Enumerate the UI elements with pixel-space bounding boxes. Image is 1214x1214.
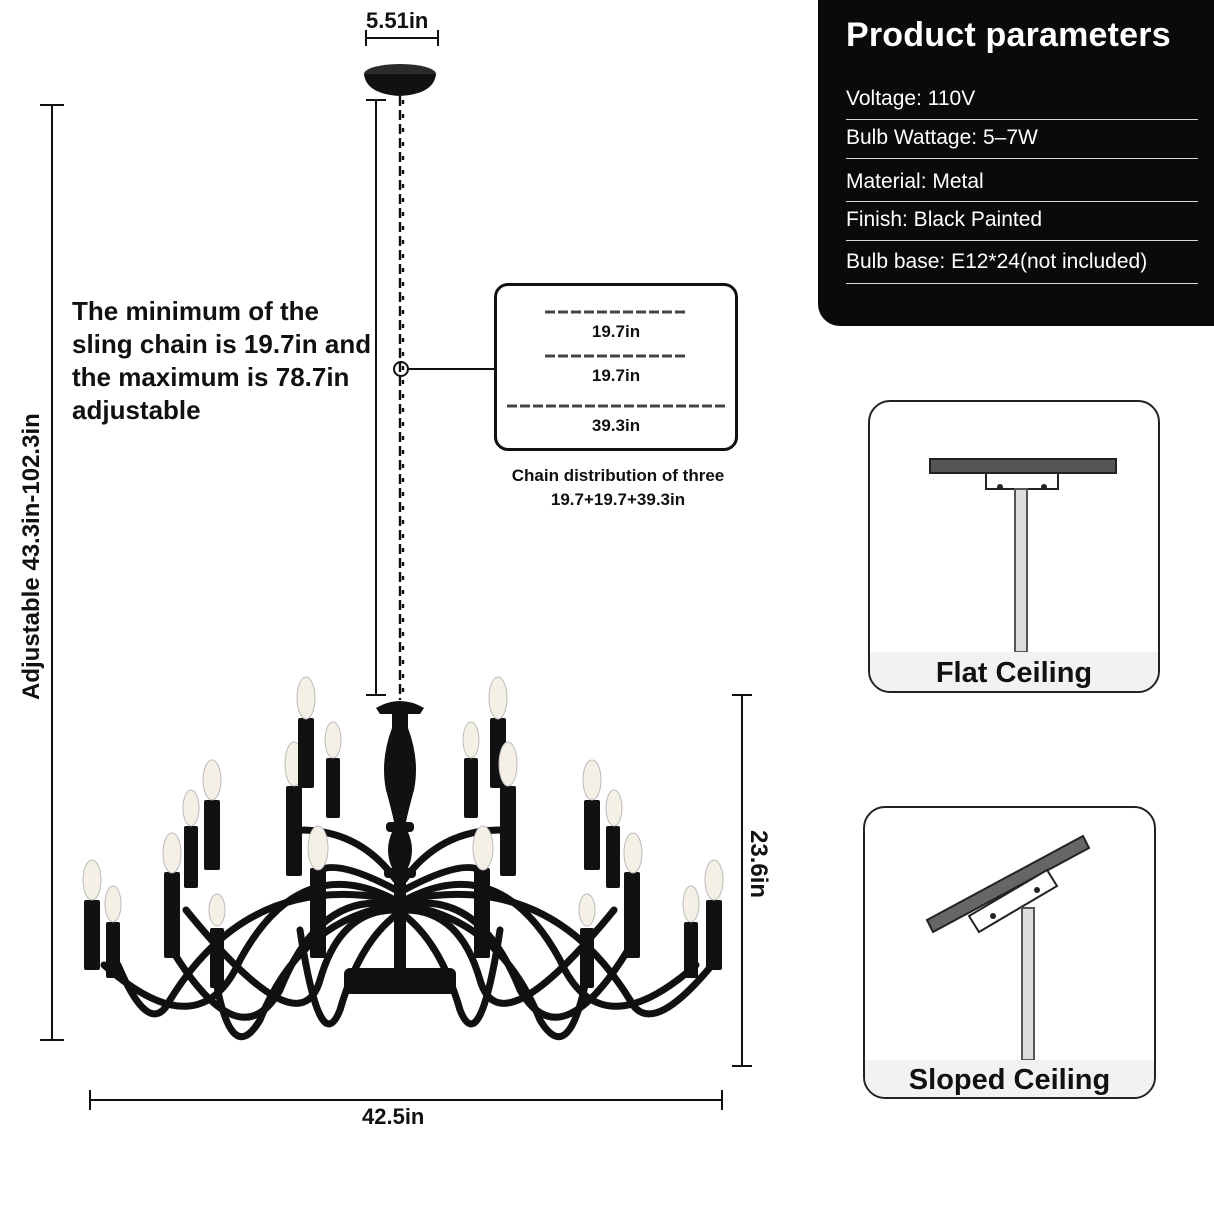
divider <box>846 119 1198 120</box>
chain-distribution-box: 19.7in 19.7in 39.3in <box>494 283 738 451</box>
chain-callout <box>393 361 494 377</box>
chain-segment-3 <box>507 404 727 408</box>
chain-caption-line2: 19.7+19.7+39.3in <box>550 490 686 509</box>
candle-light <box>704 859 724 970</box>
sloped-ceiling-icon <box>925 834 1091 1060</box>
chain-segment-3-label: 39.3in <box>591 416 641 435</box>
param-material: Material: Metal <box>846 170 984 193</box>
product-parameters-panel: Product parameters Voltage: 110V Bulb Wa… <box>818 0 1214 326</box>
product-parameters-title: Product parameters <box>846 16 1171 54</box>
canopy-width-dimension <box>365 30 439 46</box>
param-bulb-wattage: Bulb Wattage: 5–7W <box>846 126 1038 149</box>
candle-light <box>498 741 518 876</box>
param-bulb-base: Bulb base: E12*24(not included) <box>846 250 1148 273</box>
candle-light <box>208 893 226 988</box>
candle-light <box>605 789 623 888</box>
candle-light <box>104 885 122 978</box>
sloped-ceiling-card: Sloped Ceiling <box>863 806 1156 1099</box>
candle-light <box>324 721 342 818</box>
candle-light <box>582 759 602 870</box>
candle-light <box>578 893 596 988</box>
chain-caption-line1: Chain distribution of three <box>511 466 725 485</box>
param-voltage: Voltage: 110V <box>846 87 976 110</box>
chain-segment-1 <box>545 310 685 314</box>
chain-segment-2-label: 19.7in <box>591 366 641 385</box>
divider <box>846 240 1198 241</box>
body-width-dimension <box>89 1090 723 1110</box>
candle-light <box>307 825 329 958</box>
candle-light <box>202 759 222 870</box>
body-width-label: 42.5in <box>362 1104 425 1129</box>
candle-lights <box>82 676 724 988</box>
candle-light <box>462 721 480 818</box>
flat-ceiling-card: Flat Ceiling <box>868 400 1160 693</box>
candle-light <box>623 832 643 958</box>
canopy-width-label: 5.51in <box>366 8 429 33</box>
sloped-ceiling-label: Sloped Ceiling <box>865 1060 1154 1097</box>
body-height-dimension <box>732 694 752 1067</box>
param-finish: Finish: Black Painted <box>846 208 1043 231</box>
chain-segment-1-label: 19.7in <box>591 322 641 341</box>
chain-segment-2 <box>545 354 685 358</box>
candle-light <box>162 832 182 958</box>
flat-ceiling-icon <box>929 458 1117 652</box>
chandelier-illustration <box>40 30 752 1110</box>
candle-light <box>182 789 200 888</box>
hanging-chain <box>398 96 405 700</box>
overall-height-dimension <box>40 104 64 1041</box>
chain-distribution-caption: Chain distribution of three 19.7+19.7+39… <box>470 464 766 512</box>
chain-length-dimension <box>366 99 386 696</box>
candle-light <box>296 676 316 788</box>
candle-light <box>472 825 494 958</box>
divider <box>846 283 1198 284</box>
divider <box>846 158 1198 159</box>
ceiling-canopy <box>364 64 436 96</box>
chain-adjustment-note: The minimum of the sling chain is 19.7in… <box>72 296 372 425</box>
candle-light <box>682 885 700 978</box>
flat-ceiling-label: Flat Ceiling <box>870 652 1158 691</box>
divider <box>846 201 1198 202</box>
candle-light <box>82 859 102 970</box>
